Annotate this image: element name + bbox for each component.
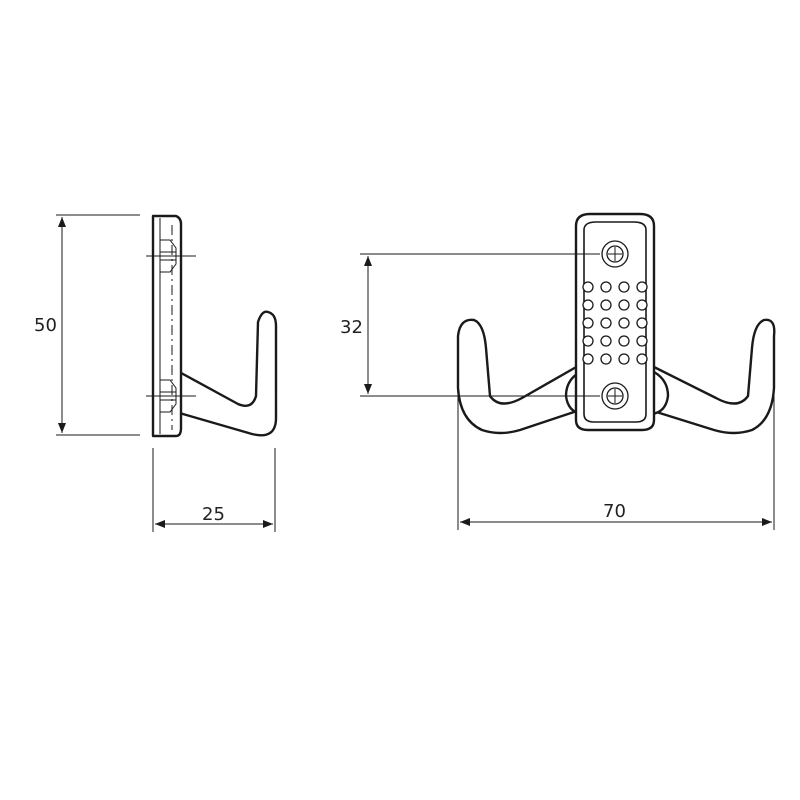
depth-dimension: 25 bbox=[152, 448, 276, 532]
depth-label: 25 bbox=[202, 504, 225, 525]
front-mounting-plate bbox=[574, 212, 656, 432]
left-hook-arm bbox=[456, 318, 582, 435]
side-screw-top bbox=[146, 239, 196, 273]
height-label: 50 bbox=[34, 315, 57, 336]
side-screw-bottom bbox=[146, 379, 196, 413]
side-view: 50 25 bbox=[34, 214, 278, 532]
width-dimension: 70 bbox=[457, 390, 775, 530]
top-screw-hole bbox=[601, 240, 629, 268]
hole-spacing-dimension: 32 bbox=[340, 253, 600, 397]
dot-pattern bbox=[582, 281, 648, 365]
front-view: 32 70 bbox=[340, 212, 776, 530]
width-label: 70 bbox=[603, 501, 626, 522]
hole-spacing-label: 32 bbox=[340, 317, 363, 338]
side-hook-arm bbox=[170, 310, 278, 437]
bottom-screw-hole bbox=[601, 382, 629, 410]
height-dimension: 50 bbox=[34, 214, 140, 436]
right-hook-arm bbox=[648, 318, 776, 435]
side-mounting-plate bbox=[151, 214, 183, 438]
front-plate-inner bbox=[583, 221, 647, 423]
